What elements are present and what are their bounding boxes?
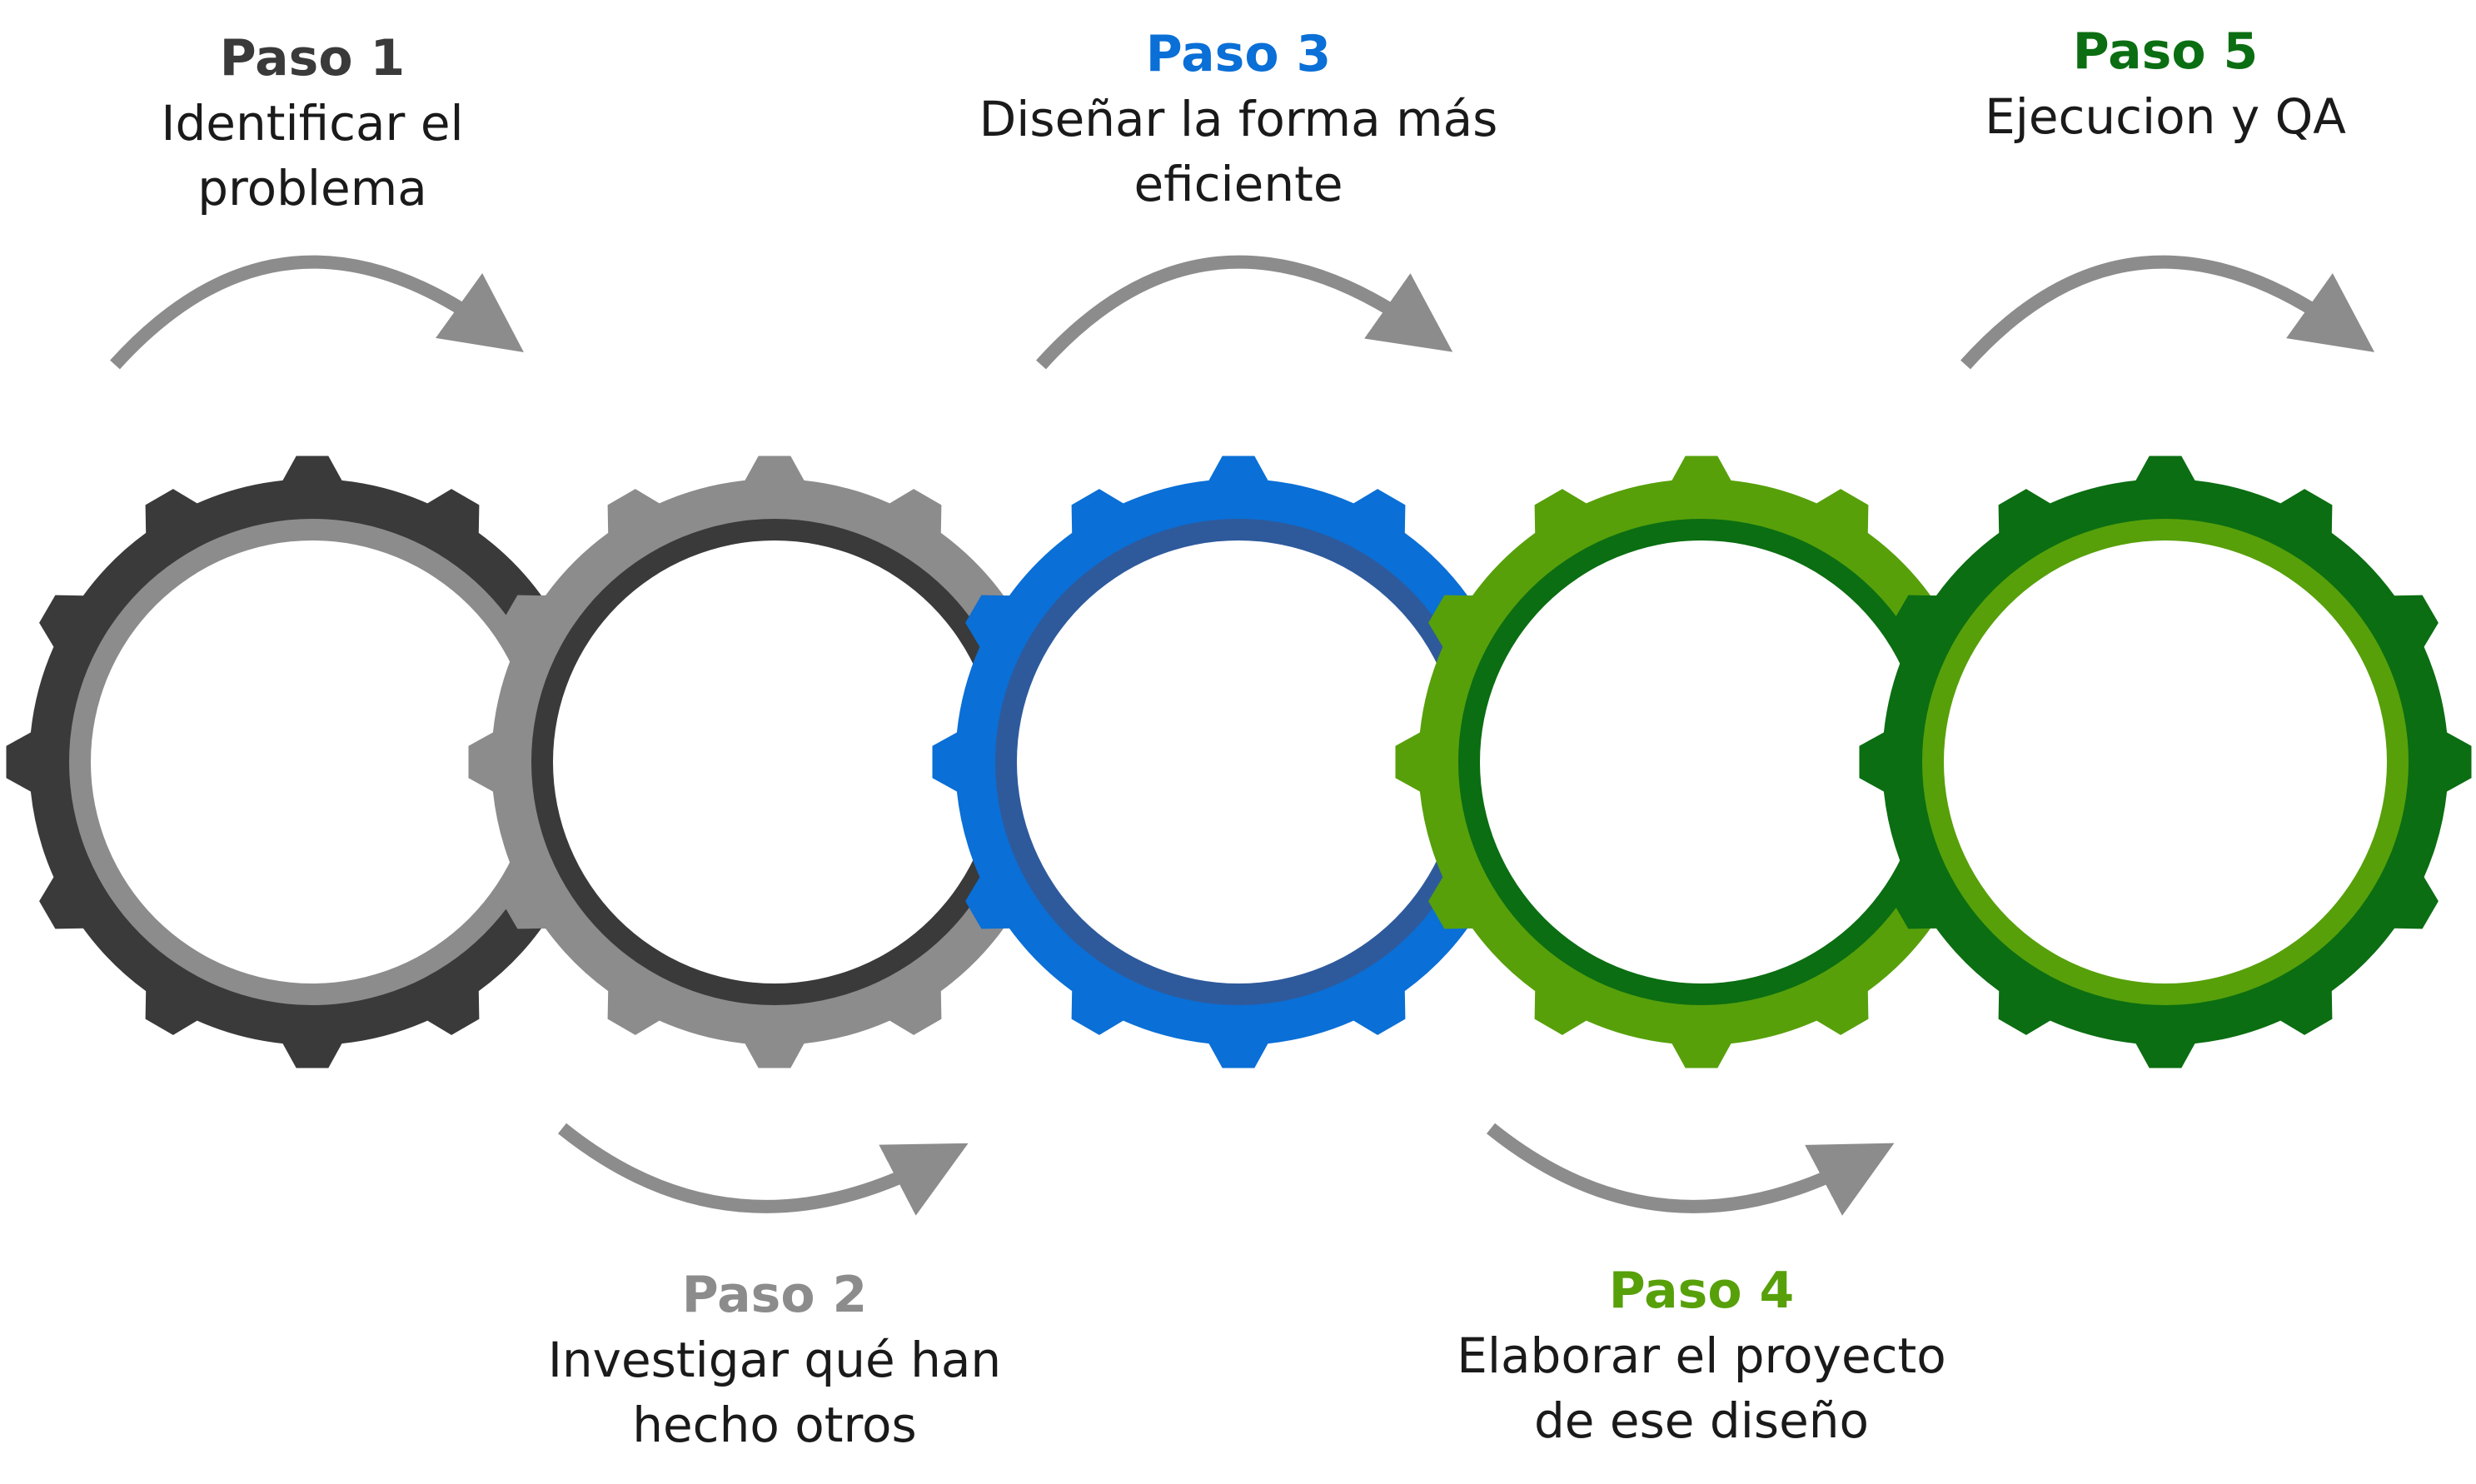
curved-arrow-icon [1486, 1123, 1895, 1216]
gear-icon [1395, 456, 2008, 1068]
step-label-2: Paso 2 Investigar qué han hecho otros [548, 1266, 1001, 1453]
gear-hole [91, 540, 534, 984]
step-description-line: Diseñar la forma más [979, 91, 1498, 147]
step-label-1: Paso 1 Identificar el problema [161, 29, 463, 217]
step-title: Paso 5 [2073, 22, 2258, 81]
step-description-line: problema [197, 160, 427, 217]
arrows-layer [110, 255, 2375, 1216]
step-description-line: Investigar qué han [548, 1332, 1001, 1388]
gear-icon [1859, 456, 2472, 1068]
step-description-line: Ejecucion y QA [1985, 88, 2346, 145]
curved-arrow-icon [557, 1123, 969, 1216]
step-title: Paso 3 [1146, 25, 1331, 83]
step-label-4: Paso 4 Elaborar el proyecto de ese diseño [1457, 1262, 1946, 1449]
gear-hole [1944, 540, 2387, 984]
step-description-line: Identificar el [161, 95, 463, 152]
gear-hole [1017, 540, 1460, 984]
gear-hole [1480, 540, 1923, 984]
step-description-line: de ese diseño [1534, 1392, 1869, 1449]
step-title: Paso 4 [1609, 1262, 1794, 1320]
step-label-5: Paso 5 Ejecucion y QA [1985, 22, 2346, 145]
curved-arrow-icon [1036, 255, 1453, 370]
gears-layer [6, 456, 2472, 1068]
gear-icon [6, 456, 619, 1068]
step-description-line: Elaborar el proyecto [1457, 1327, 1946, 1384]
gear-hole [553, 540, 996, 984]
gear-icon [932, 456, 1545, 1068]
step-description-line: hecho otros [632, 1397, 917, 1453]
step-description-line: eficiente [1133, 156, 1343, 212]
curved-arrow-icon [110, 255, 524, 370]
step-label-3: Paso 3 Diseñar la forma más eficiente [979, 25, 1498, 212]
step-title: Paso 1 [220, 29, 405, 87]
curved-arrow-icon [1960, 255, 2375, 370]
gear-icon [468, 456, 1081, 1068]
step-title: Paso 2 [682, 1266, 867, 1324]
